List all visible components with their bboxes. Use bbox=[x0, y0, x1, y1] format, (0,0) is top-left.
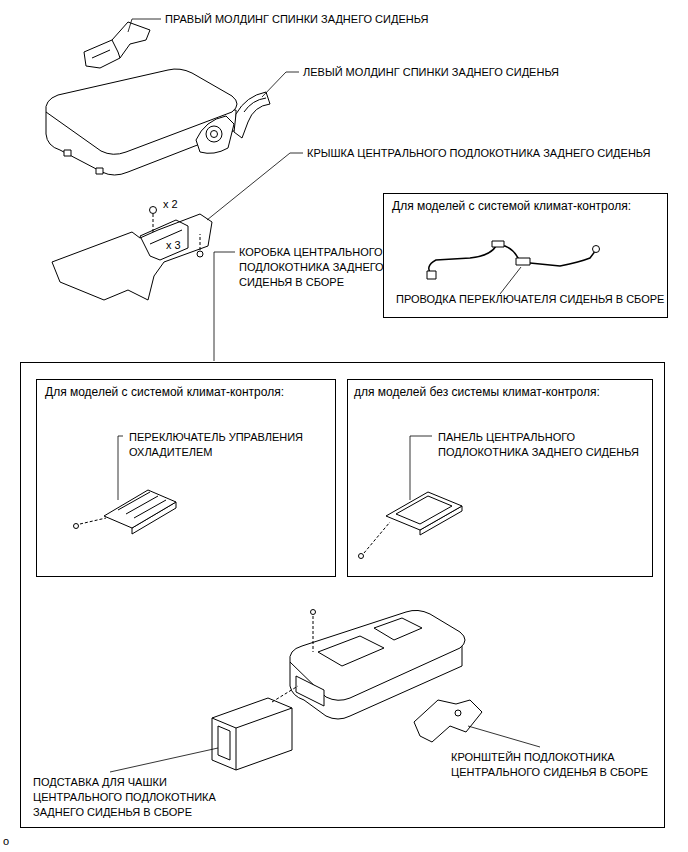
leader-line bbox=[468, 726, 540, 747]
armrest-clip bbox=[64, 150, 71, 156]
armrest-hinge-gear bbox=[206, 126, 222, 142]
figure-code: o bbox=[3, 834, 23, 849]
variant-heading: для моделей без системы климат-контроля: bbox=[354, 385, 648, 400]
leader-line bbox=[214, 252, 235, 361]
screw-symbol bbox=[197, 251, 203, 257]
leader-line bbox=[410, 436, 432, 500]
screw-symbol bbox=[359, 554, 364, 559]
screw-symbol bbox=[74, 524, 79, 529]
armrest-box-well bbox=[318, 618, 422, 666]
quantity-label: x 3 bbox=[166, 238, 196, 253]
variant-heading: Для моделей с системой климат-контроля: bbox=[392, 199, 662, 214]
part-label: ПРОВОДКА ПЕРЕКЛЮЧАТЕЛЯ СИДЕНЬЯ В СБОРЕ bbox=[396, 292, 664, 307]
screw-dash bbox=[313, 616, 314, 652]
leader-line bbox=[128, 19, 161, 32]
seat-switch-wire bbox=[429, 246, 596, 276]
leader-line bbox=[118, 436, 123, 500]
lid-mechanism bbox=[140, 220, 188, 260]
leader-line bbox=[207, 153, 303, 220]
screw-symbol bbox=[311, 610, 316, 615]
wire-clip bbox=[516, 258, 530, 265]
part-label: ЛЕВЫЙ МОЛДИНГ СПИНКИ ЗАДНЕГО СИДЕНЬЯ bbox=[303, 65, 643, 80]
cooler-switch bbox=[104, 490, 176, 528]
armrest-bracket bbox=[414, 700, 482, 742]
armrest-hinge-hub bbox=[211, 131, 218, 138]
assembly-frame: ПОДСТАВКА ДЛЯ ЧАШКИ ЦЕНТРАЛЬНОГО ПОДЛОКО… bbox=[20, 362, 665, 828]
part-label: КОРОБКА ЦЕНТРАЛЬНОГО ПОДЛОКОТНИКА ЗАДНЕГ… bbox=[239, 245, 407, 290]
part-label: ПРАВЫЙ МОЛДИНГ СПИНКИ ЗАДНЕГО СИДЕНЬЯ bbox=[165, 12, 505, 27]
nut-symbol bbox=[150, 207, 157, 214]
left-molding-detail bbox=[244, 98, 266, 112]
leader-line bbox=[500, 267, 521, 294]
part-label: ПОДСТАВКА ДЛЯ ЧАШКИ ЦЕНТРАЛЬНОГО ПОДЛОКО… bbox=[33, 775, 233, 820]
part-label: ПЕРЕКЛЮЧАТЕЛЬ УПРАВЛЕНИЯ ОХЛАДИТЕЛЕМ bbox=[129, 430, 324, 460]
leader-line bbox=[262, 72, 299, 97]
right-molding-detail bbox=[92, 40, 120, 58]
right-molding bbox=[84, 22, 150, 68]
variant-heading: Для моделей с системой климат-контроля: bbox=[45, 385, 331, 400]
part-label: КРЫШКА ЦЕНТРАЛЬНОГО ПОДЛОКОТНИКА ЗАДНЕГО… bbox=[307, 146, 679, 161]
quantity-label: x 2 bbox=[163, 197, 193, 212]
screw-dash bbox=[200, 234, 201, 250]
screw-dash bbox=[80, 518, 106, 524]
armrest-top bbox=[46, 69, 237, 154]
screw-dash bbox=[364, 522, 390, 553]
variant-box: Для моделей с системой климат-контроля: П… bbox=[383, 193, 668, 318]
bracket-hole bbox=[455, 710, 461, 716]
leader-line bbox=[110, 748, 218, 772]
cup-holder bbox=[212, 698, 292, 770]
wire-clip bbox=[492, 241, 504, 247]
variant-box: Для моделей с системой климат-контроля: П… bbox=[36, 379, 336, 577]
armrest-clip bbox=[96, 168, 103, 174]
armrest-hinge bbox=[196, 116, 234, 153]
wire-connector bbox=[593, 246, 600, 253]
cup-holder-detail bbox=[212, 708, 292, 770]
armrest-panel-face bbox=[396, 496, 452, 524]
cup-holder-slot bbox=[296, 676, 324, 706]
variant-box: для моделей без системы климат-контроля:… bbox=[347, 379, 653, 577]
part-label: КРОНШТЕЙН ПОДЛОКОТНИКА ЦЕНТРАЛЬНОГО СИДЕ… bbox=[451, 750, 656, 780]
armrest-lid-plate bbox=[52, 214, 212, 300]
part-label: ПАНЕЛЬ ЦЕНТРАЛЬНОГО ПОДЛОКОТНИКА ЗАДНЕГО… bbox=[438, 430, 648, 460]
armrest-panel bbox=[386, 492, 462, 530]
wire-connector bbox=[427, 271, 436, 279]
cooler-switch-buttons bbox=[118, 492, 166, 518]
cup-holder-dash bbox=[272, 686, 298, 702]
left-molding bbox=[234, 92, 270, 138]
nut-dash bbox=[153, 214, 154, 234]
